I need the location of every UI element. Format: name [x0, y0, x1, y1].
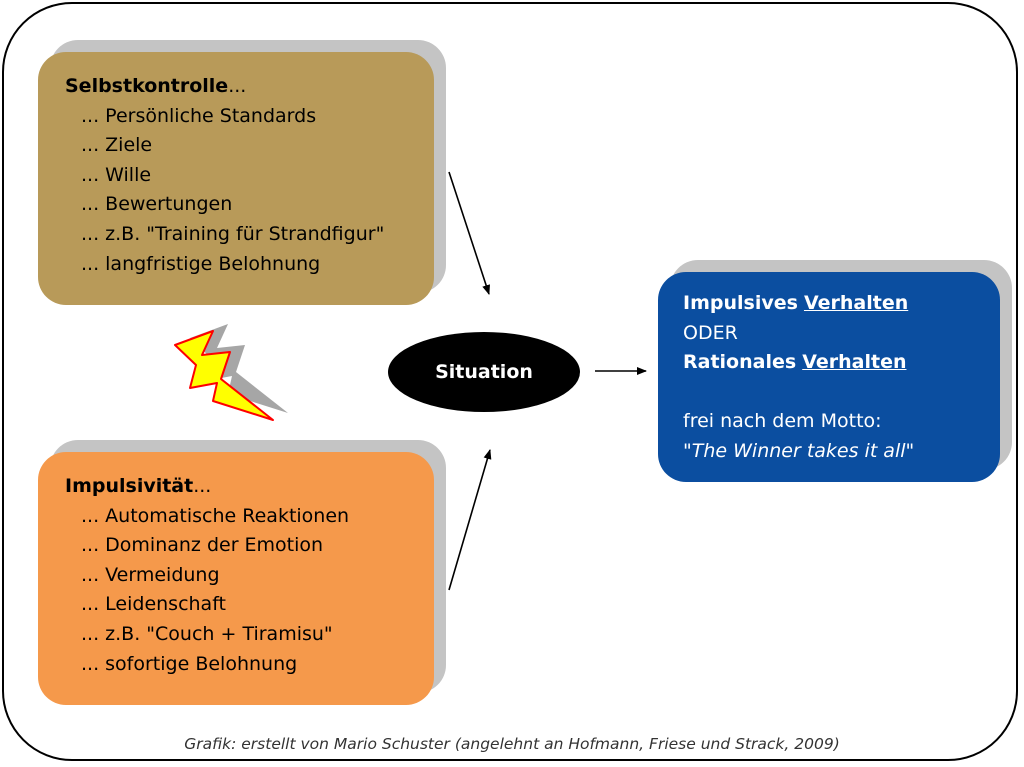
outcome-line-impulsive: Impulsives Verhalten	[683, 292, 909, 314]
outcome-line-rational: Rationales Verhalten	[683, 351, 907, 374]
list-item: ... Bewertungen	[81, 193, 233, 216]
lightning-icon	[174, 324, 288, 421]
outcome-box: Impulsives Verhalten ODER Rationales Ver…	[658, 272, 1000, 482]
list-item: ... Ziele	[81, 134, 153, 157]
list-item: ... z.B. "Couch + Tiramisu"	[81, 622, 333, 645]
impulsivity-title: Impulsivität...	[65, 475, 212, 497]
impulsivity-box: Impulsivität... ... Automatische Reaktio…	[38, 452, 434, 705]
arrow-impulsivity-to-situation	[448, 449, 492, 591]
list-item: ... Automatische Reaktionen	[81, 504, 350, 527]
list-item: ... Vermeidung	[81, 563, 220, 586]
outcome-line-or: ODER	[683, 321, 738, 344]
outcome-line-motto: frei nach dem Motto:	[683, 410, 882, 433]
arrow-self-to-situation	[448, 171, 490, 295]
situation-label: Situation	[435, 361, 533, 383]
list-item: ... Dominanz der Emotion	[81, 534, 324, 557]
impulsivity-list: ... Automatische Reaktionen ... Dominanz…	[65, 502, 434, 680]
situation-node: Situation	[388, 332, 580, 412]
self-control-title: Selbstkontrolle...	[65, 75, 247, 97]
list-item: ... z.B. "Training für Strandfigur"	[81, 222, 385, 245]
caption: Grafik: erstellt von Mario Schuster (ang…	[184, 735, 840, 753]
list-item: ... Wille	[81, 163, 152, 186]
outcome-line-quote: "The Winner takes it all"	[683, 439, 915, 462]
list-item: ... sofortige Belohnung	[81, 652, 298, 675]
list-item: ... langfristige Belohnung	[81, 252, 321, 275]
self-control-list: ... Persönliche Standards ... Ziele ... …	[65, 102, 434, 280]
list-item: ... Leidenschaft	[81, 593, 227, 616]
self-control-box: Selbstkontrolle... ... Persönliche Stand…	[38, 52, 434, 305]
list-item: ... Persönliche Standards	[81, 104, 317, 127]
